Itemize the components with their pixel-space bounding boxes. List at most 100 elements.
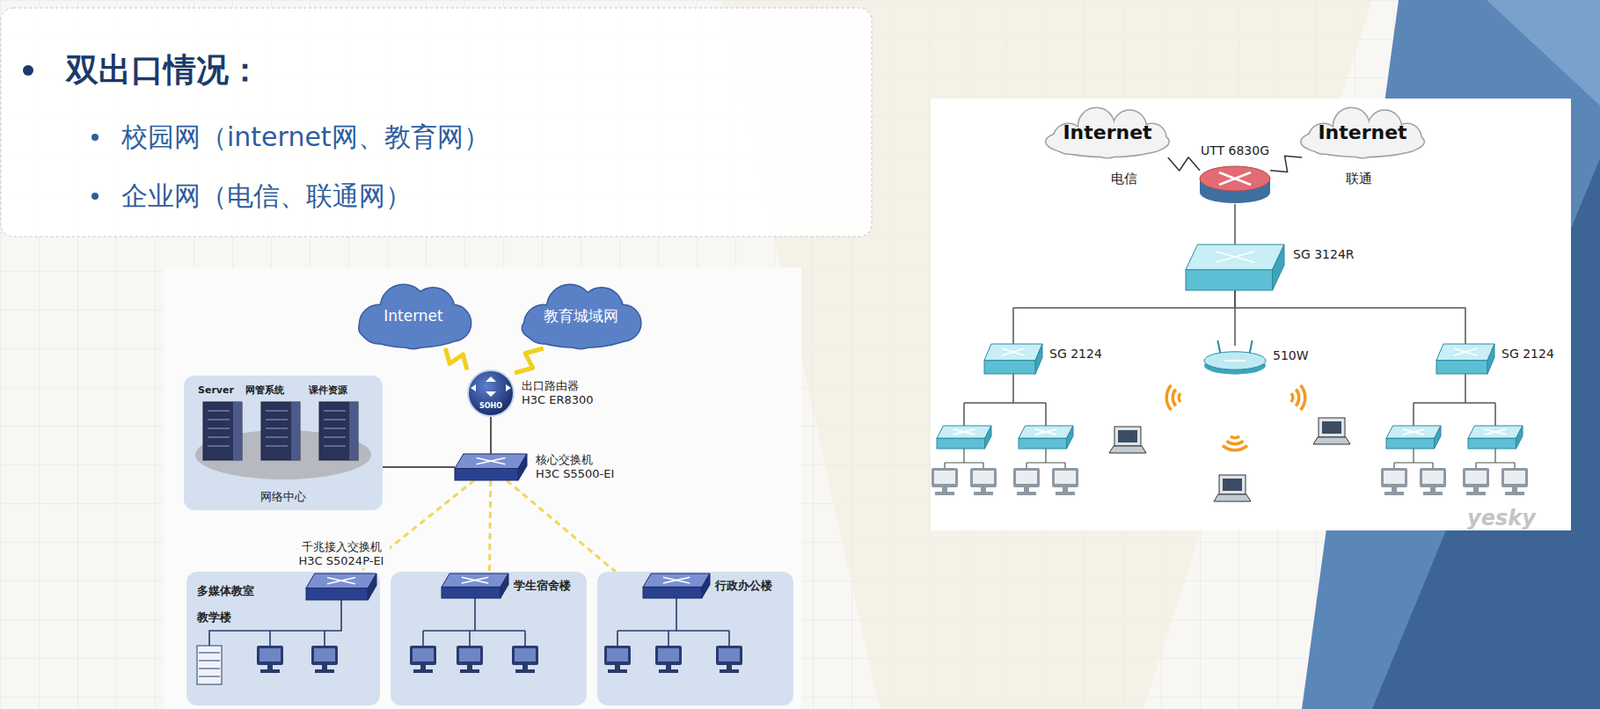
switch-top [1185,244,1285,271]
switch-symbol [306,573,377,600]
wifi-wave [1170,387,1177,407]
node-label: 千兆接入交换机 H3C S5024P-EI [292,540,390,570]
switch: SG 2124 [1436,343,1495,374]
monitor [655,645,682,665]
laptop-base [1213,494,1251,502]
switch-arrow [1035,429,1058,435]
node-sublabel: 校园网（internet网、教育网） [121,120,490,154]
switch-symbol [441,573,509,599]
switch-symbol [984,343,1043,374]
stand [522,664,528,670]
node-label: Internet [1062,120,1152,146]
node-shape [1199,165,1271,205]
monitor [1052,467,1079,488]
switch-side [1272,244,1285,291]
laptop-screen [1222,478,1243,491]
switch-front [454,468,519,482]
switch-side [367,573,377,600]
switch-top [441,573,509,587]
wifi-wave [1229,435,1241,440]
slide-band-light [1486,0,1600,106]
node-label: SG 2124 [1049,346,1103,363]
wire [524,630,527,646]
pc-icon [311,645,338,673]
wire [1025,462,1027,468]
switch-side [1516,425,1523,449]
wire [964,401,1046,404]
title-panel: 双出口情况：校园网（internet网、教育网）企业网（电信、联通网） [0,7,873,238]
screen [259,648,281,662]
switch-arrow [1001,348,1025,356]
node-label: Server [197,384,234,397]
laptop-lid [1219,474,1246,495]
rack-icon [197,645,222,685]
laptop-lid [1318,417,1345,438]
node-shape [984,343,1043,374]
screen [657,648,680,662]
pc-icon [1013,467,1040,496]
wire [1431,462,1433,468]
link-lightning [514,348,544,373]
server-body [203,401,242,461]
wire [323,630,326,646]
wifi-wave [1164,384,1172,411]
switch-front [1018,438,1067,449]
switch-arrow [1484,429,1507,435]
server-slot [323,436,346,439]
pc-icon [970,467,997,496]
base [314,669,335,673]
wire [1026,461,1066,463]
node-label: 双出口情况： [65,50,262,91]
rack-slot [198,660,220,662]
image-ground [163,267,802,709]
stand [420,664,426,670]
router-arrow [485,391,497,397]
switch-symbol [1185,244,1285,291]
screen [718,648,740,662]
rack-body [197,645,222,685]
screen [514,648,536,662]
cloud: 教育城域网 [514,284,647,349]
server-body [319,401,358,461]
node-sublabel: 电信 [1110,170,1138,188]
switch-top [306,573,377,589]
router-arrow [505,384,512,392]
ap-top [1204,351,1266,370]
pc-icon [604,645,631,673]
screen [1504,470,1526,484]
switch-front [306,588,368,601]
router-arrow [1219,172,1251,185]
cloud: Internet [351,284,475,349]
node-sublabel: 网管系统 [245,384,285,397]
server-body [261,401,300,461]
panel-frame [0,7,872,237]
server-slot [207,436,230,439]
base [607,669,628,673]
link-lightning [445,348,468,370]
server-slot [207,445,230,447]
switch-side [1487,343,1495,374]
switch-arrow [1453,348,1477,356]
laptop-icon [1313,417,1351,445]
wire [474,598,476,631]
wire [1044,402,1047,426]
node-label: 核心交换机 H3C S5500-EI [535,452,617,483]
screen [1383,470,1405,484]
router-arrow [485,376,497,382]
wire [468,630,471,646]
pc-icon [715,645,743,673]
rack-slot [198,668,220,670]
server-slot [265,445,288,447]
rack-slot [198,652,220,654]
pc-icon [511,645,539,673]
server-slot [265,418,288,421]
switch-front [1185,270,1273,291]
pc-icon [1501,467,1528,496]
wire [616,630,619,646]
base [413,669,433,673]
switch-arrow [1402,429,1425,435]
node-sublabel: 课件资源 [308,384,348,397]
pc-icon [456,645,483,673]
switch-symbol [1436,343,1495,374]
